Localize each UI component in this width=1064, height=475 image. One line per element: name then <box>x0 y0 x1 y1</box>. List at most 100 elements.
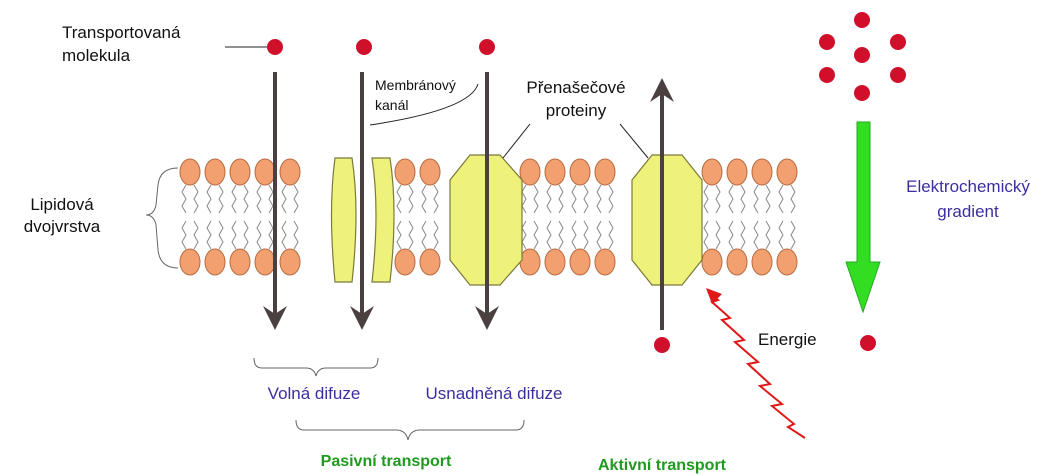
lipid-head <box>420 249 440 275</box>
transported-molecule-label: Transportovaná <box>62 23 181 42</box>
lipid-tail <box>572 221 576 249</box>
lipid-head <box>520 249 540 275</box>
lipid-tail <box>397 185 401 213</box>
lipid-tail <box>244 221 248 249</box>
lipid-tail <box>282 185 286 213</box>
lipid-tail <box>559 185 563 213</box>
carrier-protein-2 <box>632 155 702 285</box>
lipid-tail <box>779 185 783 213</box>
molecule <box>819 67 835 83</box>
lipid-head <box>420 159 440 185</box>
membrane-channel-label-2: kanál <box>375 97 408 113</box>
transported-molecule-label-2: molekula <box>62 46 131 65</box>
lipid-tail <box>584 185 588 213</box>
lipid-head <box>595 249 615 275</box>
channel-wall-right <box>372 158 394 282</box>
lipid-head <box>777 159 797 185</box>
lipid-head <box>570 249 590 275</box>
lipid-head <box>595 159 615 185</box>
membrane-channel-label: Membránový <box>375 77 456 93</box>
lipid-head <box>280 249 300 275</box>
lipid-tail <box>597 221 601 249</box>
lipid-tail <box>534 185 538 213</box>
lipid-bilayer-bracket <box>146 168 178 268</box>
lipid-tail <box>729 185 733 213</box>
lipid-tail <box>422 221 426 249</box>
molecule <box>819 34 835 50</box>
electrochemical-gradient-arrow <box>846 122 880 312</box>
molecule <box>854 12 870 28</box>
lipid-bilayer-label: Lipidová <box>30 195 94 214</box>
lipid-head <box>230 159 250 185</box>
lipid-tail <box>294 185 298 213</box>
lipid-tail <box>597 185 601 213</box>
active-transport-label: Aktivní transport <box>598 457 727 474</box>
lipid-head <box>255 159 275 185</box>
lipid-tail <box>754 185 758 213</box>
electrochemical-gradient-label: Elektrochemický <box>906 177 1030 196</box>
lipid-tail <box>182 185 186 213</box>
lipid-head <box>702 159 722 185</box>
lipid-tail <box>269 221 273 249</box>
lipid-head <box>727 249 747 275</box>
lipid-tail <box>219 221 223 249</box>
carrier-proteins-label: Přenašečové <box>526 78 625 97</box>
lipid-tail <box>716 185 720 213</box>
lipid-tail <box>779 221 783 249</box>
lipid-tail <box>409 221 413 249</box>
molecule <box>479 39 495 55</box>
lipid-tail <box>409 185 413 213</box>
carrier-leader-1 <box>503 124 530 158</box>
lipid-tail <box>294 221 298 249</box>
passive-transport-brace <box>296 420 524 440</box>
lipid-tail <box>244 185 248 213</box>
lipid-tail <box>716 221 720 249</box>
lipid-head <box>395 249 415 275</box>
electrochemical-gradient-label-2: gradient <box>937 202 999 221</box>
lipid-tail <box>434 185 438 213</box>
lipid-tail <box>194 221 198 249</box>
lipid-head <box>727 159 747 185</box>
lipid-tail <box>741 185 745 213</box>
channel-wall-left <box>332 158 357 282</box>
lipid-bilayer-label-2: dvojvrstva <box>24 217 101 236</box>
lipid-tail <box>609 221 613 249</box>
facilitated-diffusion-label: Usnadněná difuze <box>425 384 562 403</box>
lipid-tail <box>207 221 211 249</box>
lipid-head <box>752 159 772 185</box>
molecule <box>890 67 906 83</box>
lipid-tail <box>584 221 588 249</box>
lipid-head <box>570 159 590 185</box>
energy-arrowhead <box>706 288 722 304</box>
energy-label: Energie <box>758 330 817 349</box>
lipid-head <box>702 249 722 275</box>
lipid-tail <box>282 221 286 249</box>
lipid-tail <box>257 221 261 249</box>
lipid-head <box>752 249 772 275</box>
lipid-tail <box>434 221 438 249</box>
molecule <box>860 335 876 351</box>
molecule <box>267 39 283 55</box>
lipid-head <box>545 249 565 275</box>
molecule <box>854 47 870 63</box>
carrier-leader-2 <box>620 124 648 158</box>
free-diffusion-brace <box>254 358 378 376</box>
energy-wave <box>708 292 805 438</box>
lipid-head <box>280 159 300 185</box>
lipid-head <box>205 159 225 185</box>
lipid-tail <box>729 221 733 249</box>
lipid-tail <box>534 221 538 249</box>
lipid-head <box>545 159 565 185</box>
lipid-tail <box>791 185 795 213</box>
lipid-tail <box>704 185 708 213</box>
lipid-tail <box>232 185 236 213</box>
molecule <box>356 39 372 55</box>
lipid-tail <box>559 221 563 249</box>
lipid-head <box>180 249 200 275</box>
lipid-head <box>520 159 540 185</box>
lipid-tail <box>547 185 551 213</box>
lipid-head <box>777 249 797 275</box>
lipid-tail <box>257 185 261 213</box>
lipid-tail <box>547 221 551 249</box>
